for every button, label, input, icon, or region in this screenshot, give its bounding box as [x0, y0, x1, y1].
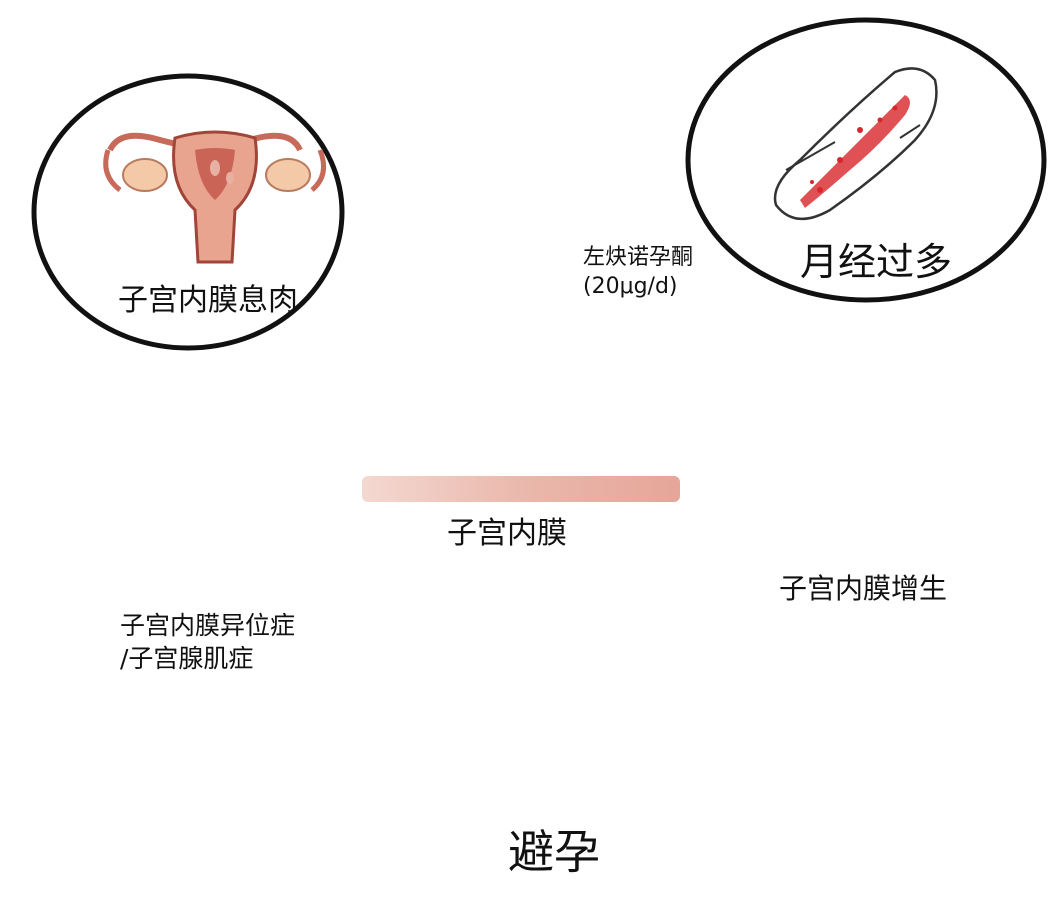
label-hyperplasia: 子宫内膜增生 [779, 572, 948, 605]
uterus-polyp-icon [103, 130, 327, 264]
endometrium-band [362, 476, 680, 502]
circle-polyp [31, 73, 345, 351]
label-drug-name: 左炔诺孕酮 [583, 245, 694, 270]
label-endometriosis: 子宫内膜异位症 /子宫腺肌症 [120, 610, 295, 675]
label-polyp: 子宫内膜息肉 [118, 283, 298, 318]
label-endometriosis-line1: 子宫内膜异位症 [120, 611, 296, 640]
circle-menorrhagia [685, 17, 1047, 303]
label-drug-dose: (20μg/d) [583, 273, 678, 299]
label-endometriosis-line2: /子宫腺肌症 [120, 643, 254, 673]
label-menorrhagia: 月经过多 [800, 240, 953, 284]
label-endometrium: 子宫内膜 [447, 516, 567, 551]
sanitary-pad-icon [773, 67, 938, 221]
label-contraception: 避孕 [508, 825, 600, 879]
label-drug: 左炔诺孕酮 (20μg/d) [583, 244, 693, 301]
